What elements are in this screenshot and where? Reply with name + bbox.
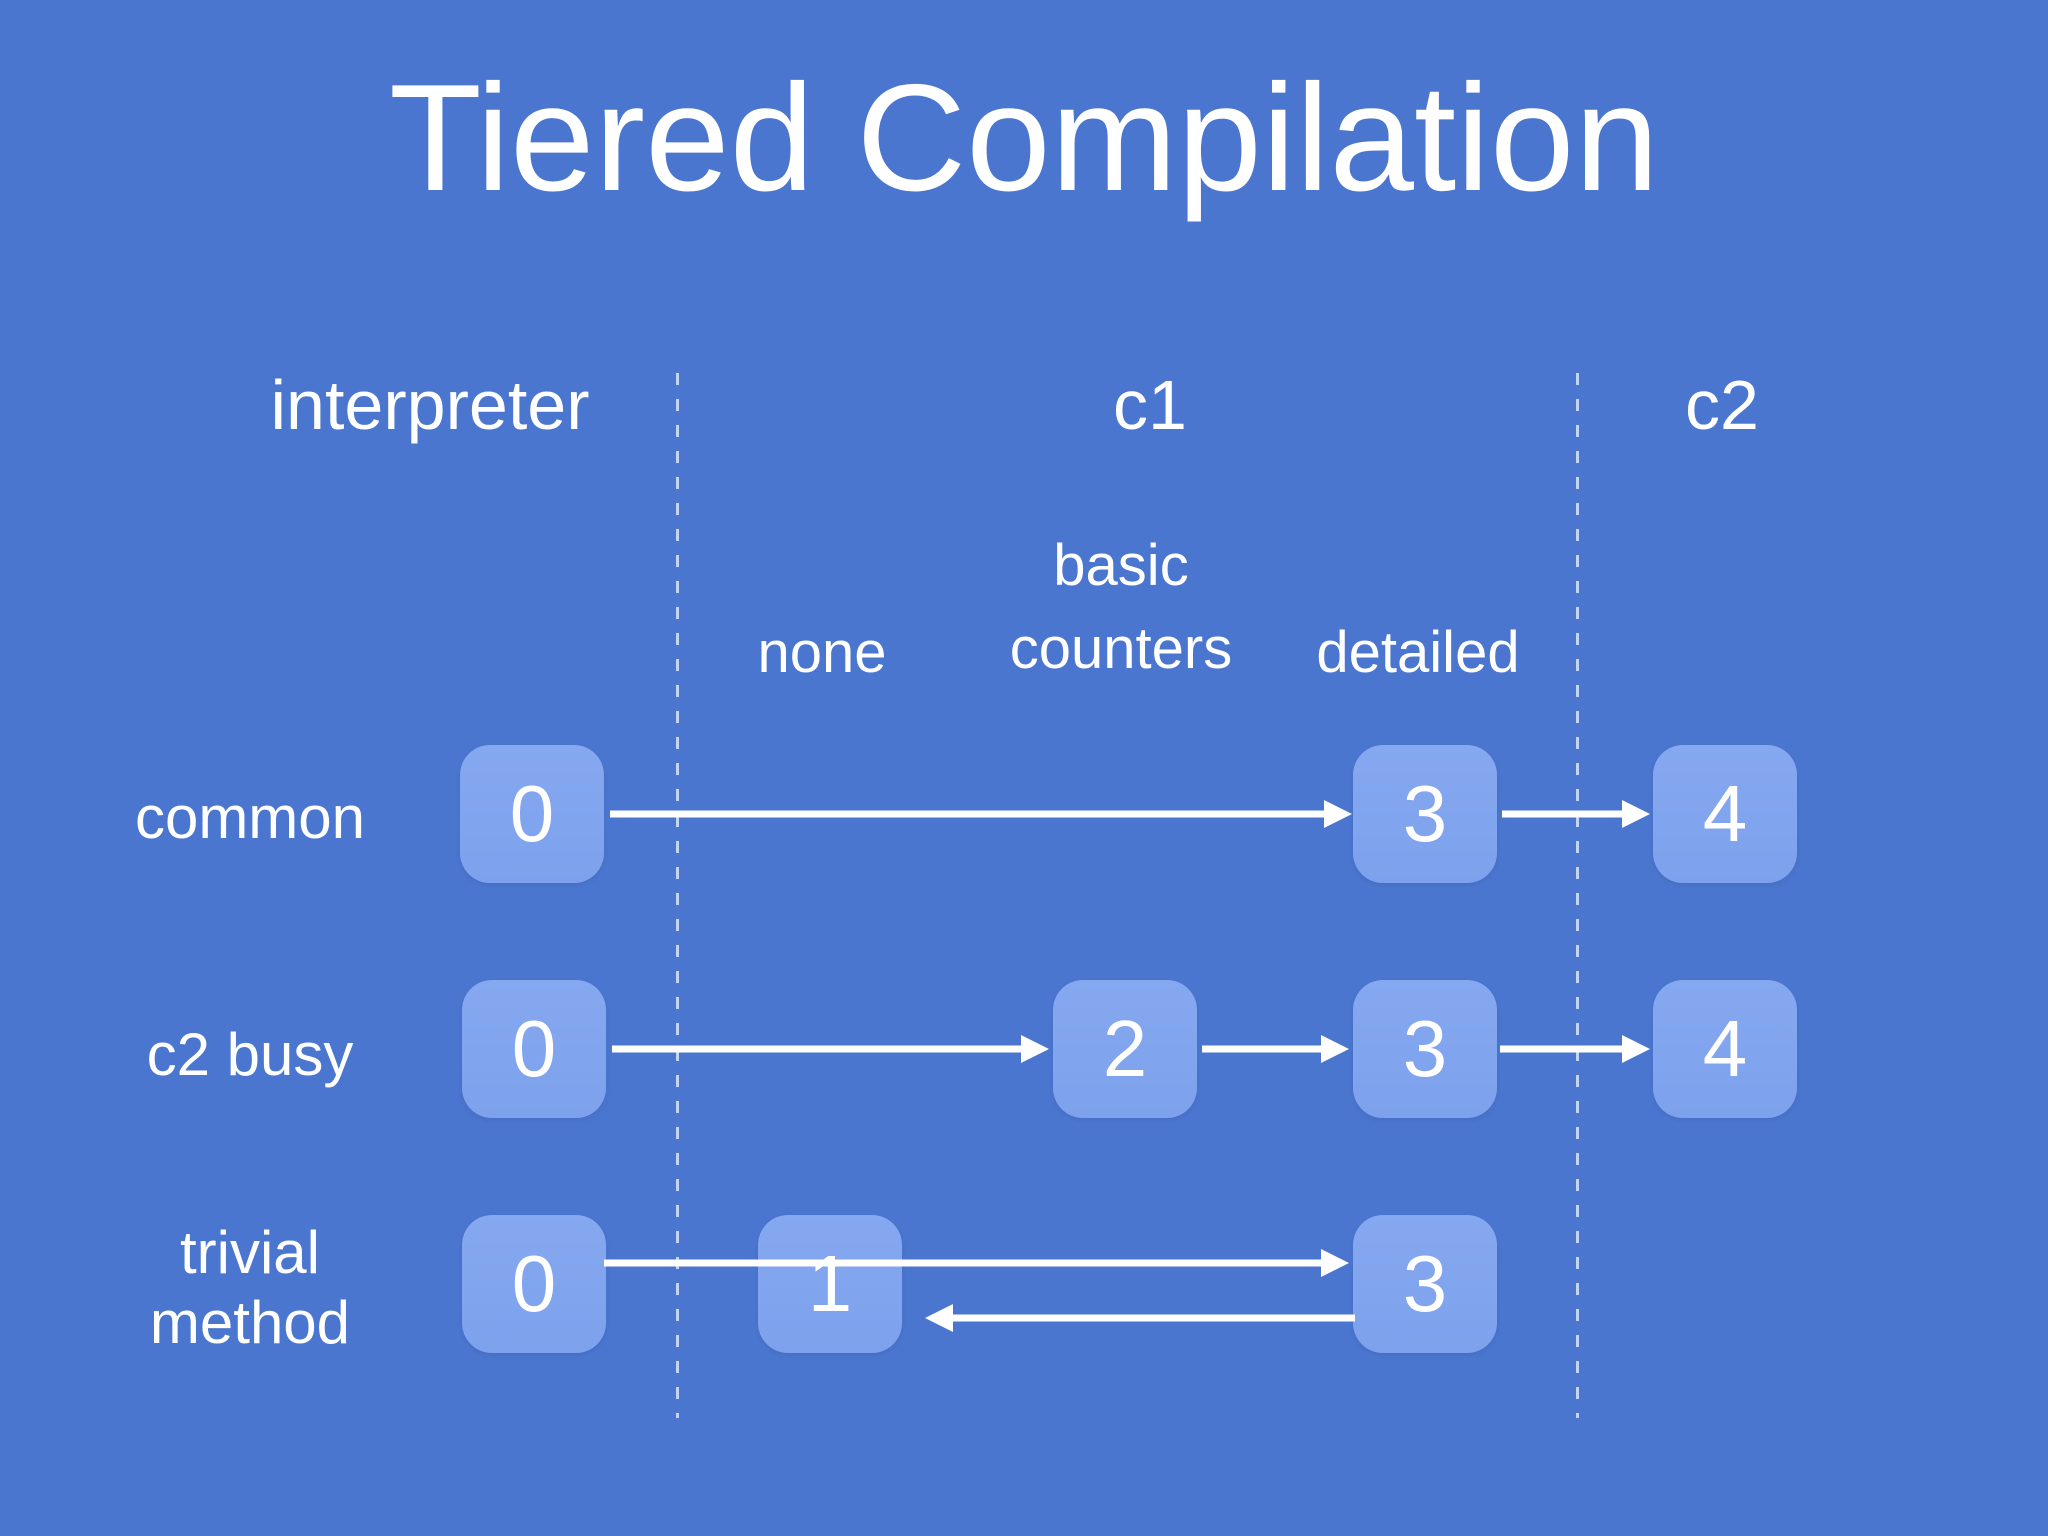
tier-box-trivial-1: 1: [758, 1215, 902, 1353]
column-header-interpreter: interpreter: [270, 366, 590, 444]
column-divider-interpreter-c1: [676, 373, 679, 1418]
arrow-shaft: [945, 1314, 1355, 1322]
profile-label-detailed: detailed: [1316, 620, 1520, 685]
tier-box-common-3: 3: [1353, 745, 1497, 883]
arrow-shaft: [1202, 1045, 1329, 1053]
row-label-common: common: [134, 784, 366, 851]
arrowhead-right-icon: [1321, 1035, 1349, 1063]
arrow-common-0-to-3: [610, 799, 1352, 829]
arrow-shaft: [610, 810, 1332, 818]
arrowhead-right-icon: [1324, 800, 1352, 828]
tier-box-c2busy-3: 3: [1353, 980, 1497, 1118]
profile-label-basic-counters: basic counters: [1009, 533, 1233, 681]
arrow-c2busy-2-to-3: [1202, 1034, 1349, 1064]
tier-box-c2busy-2: 2: [1053, 980, 1197, 1118]
tier-box-c2busy-0: 0: [462, 980, 606, 1118]
tier-box-trivial-0: 0: [462, 1215, 606, 1353]
column-header-c2: c2: [1685, 366, 1759, 444]
arrow-shaft: [612, 1045, 1029, 1053]
arrow-shaft: [1502, 810, 1630, 818]
profile-label-none: none: [757, 620, 887, 685]
tier-box-c2busy-4: 4: [1653, 980, 1797, 1118]
column-header-c1: c1: [1113, 366, 1187, 444]
arrow-shaft: [1500, 1045, 1630, 1053]
column-divider-c1-c2: [1576, 373, 1579, 1418]
tier-box-common-4: 4: [1653, 745, 1797, 883]
arrow-c2busy-3-to-4: [1500, 1034, 1650, 1064]
arrow-common-3-to-4: [1502, 799, 1650, 829]
tier-box-common-0: 0: [460, 745, 604, 883]
arrowhead-left-icon: [925, 1304, 953, 1332]
slide-title: Tiered Compilation: [388, 53, 1660, 223]
arrow-trivial-3-back-to-1: [925, 1303, 1355, 1333]
row-label-trivial-method: trivial method: [40, 1218, 460, 1358]
arrow-trivial-0-to-3: [604, 1248, 1349, 1278]
arrowhead-right-icon: [1321, 1249, 1349, 1277]
arrowhead-right-icon: [1622, 800, 1650, 828]
tier-box-trivial-3: 3: [1353, 1215, 1497, 1353]
arrowhead-right-icon: [1021, 1035, 1049, 1063]
arrowhead-right-icon: [1622, 1035, 1650, 1063]
row-label-trivial-method-text: trivial method: [149, 1219, 351, 1356]
arrow-shaft: [604, 1259, 1329, 1267]
row-label-c2-busy: c2 busy: [146, 1021, 354, 1088]
arrow-c2busy-0-to-2: [612, 1034, 1049, 1064]
